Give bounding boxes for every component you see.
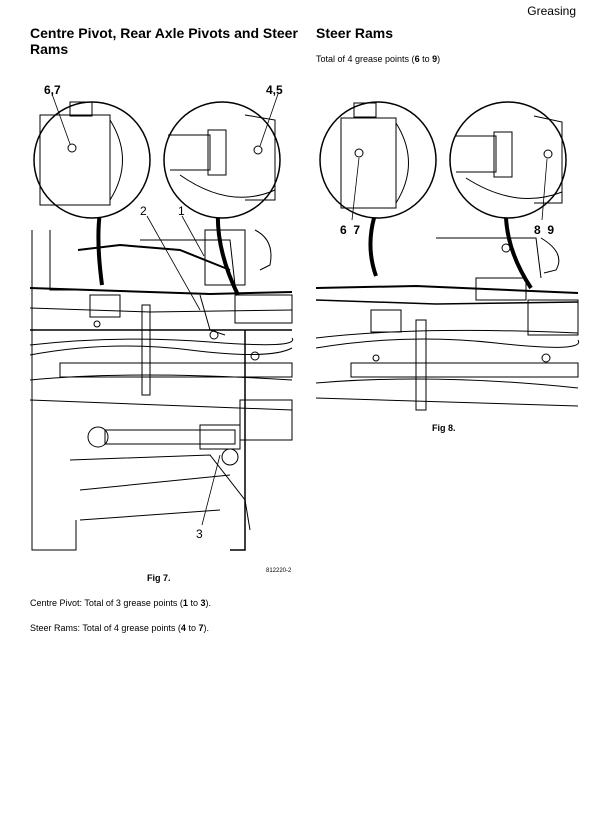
callout-1: 1 <box>178 204 185 218</box>
callout-2: 2 <box>140 204 147 218</box>
callout-8-9: 8 9 <box>534 223 554 237</box>
paragraph-centre-pivot: Centre Pivot: Total of 3 grease points (… <box>30 598 211 608</box>
right-section-title: Steer Rams <box>316 25 394 41</box>
callout-3: 3 <box>196 527 203 541</box>
paragraph-steer-rams: Steer Rams: Total of 4 grease points (4 … <box>30 623 209 633</box>
fig8-caption: Fig 8. <box>432 423 456 433</box>
left-section-title: Centre Pivot, Rear Axle Pivots and Steer… <box>30 25 298 57</box>
callout-6-7: 6 7 <box>340 223 360 237</box>
fig8-illustration: 6 7 8 9 <box>315 101 580 411</box>
callout-4-5: 4,5 <box>266 83 283 97</box>
section-header: Greasing <box>527 4 576 18</box>
fig7-caption: Fig 7. <box>147 573 171 583</box>
callout-6-7: 6,7 <box>44 83 61 97</box>
fig7-illustration: 6,7 4,5 2 1 3 <box>29 83 294 551</box>
drawing-ref: 812220-2 <box>266 568 292 574</box>
steer-rams-total: Total of 4 grease points (6 to 9) <box>316 54 441 64</box>
